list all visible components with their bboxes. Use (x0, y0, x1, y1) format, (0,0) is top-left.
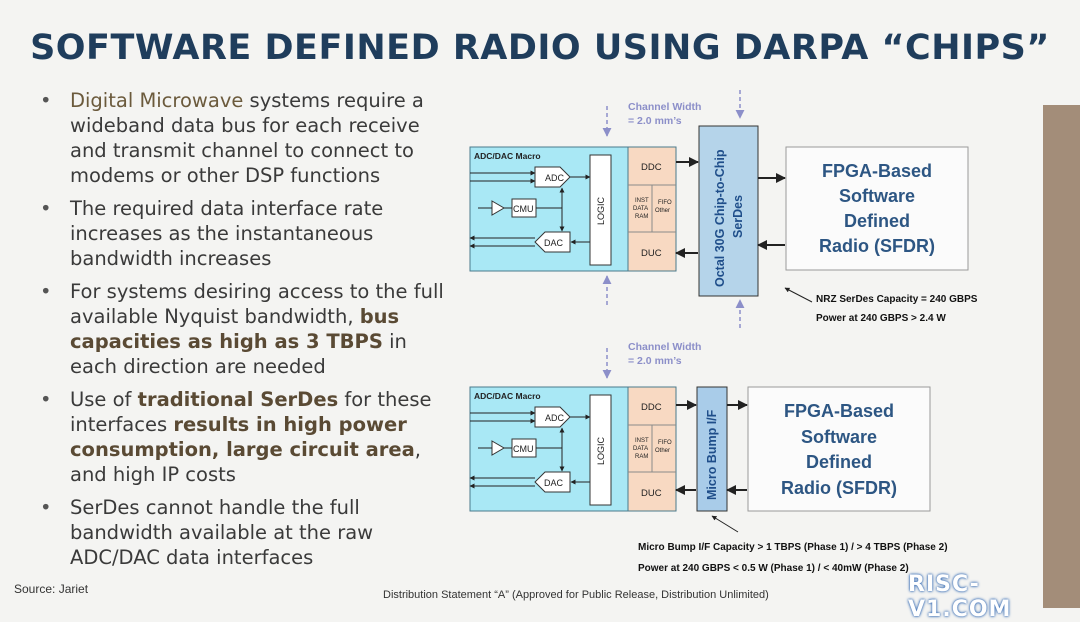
fpga-label-line: Radio (SFDR) (819, 236, 935, 256)
callout-arrow (784, 287, 813, 303)
logic-block (589, 394, 612, 506)
micro-bump-block (696, 386, 728, 512)
channel-width-label: Channel Width (628, 101, 701, 113)
logic-block (589, 154, 612, 266)
fpga-label-line: Defined (806, 452, 872, 472)
fpga-label-line: FPGA-Based (784, 401, 894, 421)
bullet-marker: • (40, 496, 52, 519)
channel-width-value: = 2.0 mm’s (628, 355, 682, 367)
bullet-item: • SerDes cannot handle the full bandwidt… (38, 495, 448, 570)
adc-label: ADC (545, 413, 565, 423)
fifo-label: FIFO (658, 440, 672, 446)
duc-label: DUC (641, 488, 662, 499)
ddc-label: DDC (641, 402, 662, 413)
channel-width-label: Channel Width (628, 341, 701, 353)
logic-label: LOGIC (596, 436, 606, 465)
fpga-label-line: FPGA-Based (822, 161, 932, 181)
bullet-text: Use of (70, 388, 138, 411)
architecture-diagrams: Channel Width = 2.0 mm’s ADC/DAC Macro A… (469, 90, 978, 574)
bullet-marker: • (40, 388, 52, 411)
serdes-capacity-note: NRZ SerDes Capacity = 240 GBPS (816, 294, 978, 305)
dac-block (534, 231, 571, 253)
fifo-label: FIFO (658, 200, 672, 206)
cmu-label: CMU (513, 444, 534, 454)
macro-label: ADC/DAC Macro (474, 391, 541, 401)
bullet-item: • The required data interface rate incre… (38, 196, 448, 271)
inst-label: INST (635, 198, 649, 204)
ram-label: RAM (635, 454, 648, 460)
bullet-text: bus capacities as high as 3 TBPS (70, 305, 400, 353)
bullet-text: , and high IP costs (70, 438, 421, 486)
ddc-label: DDC (641, 162, 662, 173)
cmu-label: CMU (513, 204, 534, 214)
other-label: Other (655, 208, 670, 214)
ram-label: RAM (635, 214, 648, 220)
bullet-marker: • (40, 89, 52, 112)
bullet-text: systems require a wideband data bus for … (70, 89, 424, 187)
diagram-top: Channel Width = 2.0 mm’s ADC/DAC Macro A… (469, 90, 978, 328)
bullet-text: results in high power consumption, large… (70, 413, 415, 461)
fpga-label-line: Defined (844, 211, 910, 231)
fpga-sfdr-block (785, 146, 969, 271)
dac-label: DAC (544, 238, 564, 248)
data-label: DATA (633, 206, 648, 212)
bullet-item: • Use of traditional SerDes for these in… (38, 387, 448, 487)
fpga-label-line: Software (801, 427, 877, 447)
adc-block (534, 406, 571, 428)
dac-block (534, 471, 571, 493)
logic-label: LOGIC (596, 196, 606, 225)
bullet-text: Digital Microwave (70, 89, 244, 112)
macro-label: ADC/DAC Macro (474, 151, 541, 161)
source-credit: Source: Jariet (14, 582, 89, 596)
inst-label: INST (635, 438, 649, 444)
bullet-text: The required data interface rate increas… (70, 197, 384, 270)
bump-power-note: Power at 240 GBPS < 0.5 W (Phase 1) / < … (638, 563, 909, 574)
bullet-marker: • (40, 280, 52, 303)
bullet-list: • Digital Microwave systems require a wi… (38, 88, 448, 578)
distribution-statement: Distribution Statement “A” (Approved for… (383, 589, 769, 601)
channel-width-value: = 2.0 mm’s (628, 115, 682, 127)
diagram-bottom: Channel Width = 2.0 mm’s ADC/DAC Macro A… (469, 341, 948, 574)
dac-label: DAC (544, 478, 564, 488)
adc-label: ADC (545, 173, 565, 183)
bump-capacity-note: Micro Bump I/F Capacity > 1 TBPS (Phase … (638, 542, 948, 553)
serdes-power-note: Power at 240 GBPS > 2.4 W (816, 313, 946, 324)
slide-title: SOFTWARE DEFINED RADIO USING DARPA “CHIP… (30, 28, 1050, 68)
data-label: DATA (633, 446, 648, 452)
side-accent-bar (1043, 105, 1080, 608)
serdes-label-line1: Octal 30G Chip-to-Chip (713, 149, 727, 287)
duc-label: DUC (641, 248, 662, 259)
callout-arrow (711, 515, 739, 533)
fpga-sfdr-block (747, 386, 931, 512)
fpga-label-line: Radio (SFDR) (781, 478, 897, 498)
bullet-text: SerDes cannot handle the full bandwidth … (70, 496, 374, 569)
micro-bump-label: Micro Bump I/F (705, 409, 719, 500)
serdes-block (698, 125, 759, 297)
bullet-marker: • (40, 197, 52, 220)
bullet-text: in each direction are needed (70, 330, 407, 378)
other-label: Other (655, 448, 670, 454)
adc-block (534, 166, 571, 188)
bullet-text: for these interfaces (70, 388, 432, 436)
serdes-label-line2: SerDes (731, 195, 745, 238)
bullet-item: • Digital Microwave systems require a wi… (38, 88, 448, 188)
site-watermark: RISC-V1.COM (908, 572, 1012, 622)
bullet-text: traditional SerDes (137, 388, 339, 411)
fpga-label-line: Software (839, 186, 915, 206)
bullet-item: • For systems desiring access to the ful… (38, 279, 448, 379)
bullet-text: For systems desiring access to the full … (70, 280, 444, 328)
